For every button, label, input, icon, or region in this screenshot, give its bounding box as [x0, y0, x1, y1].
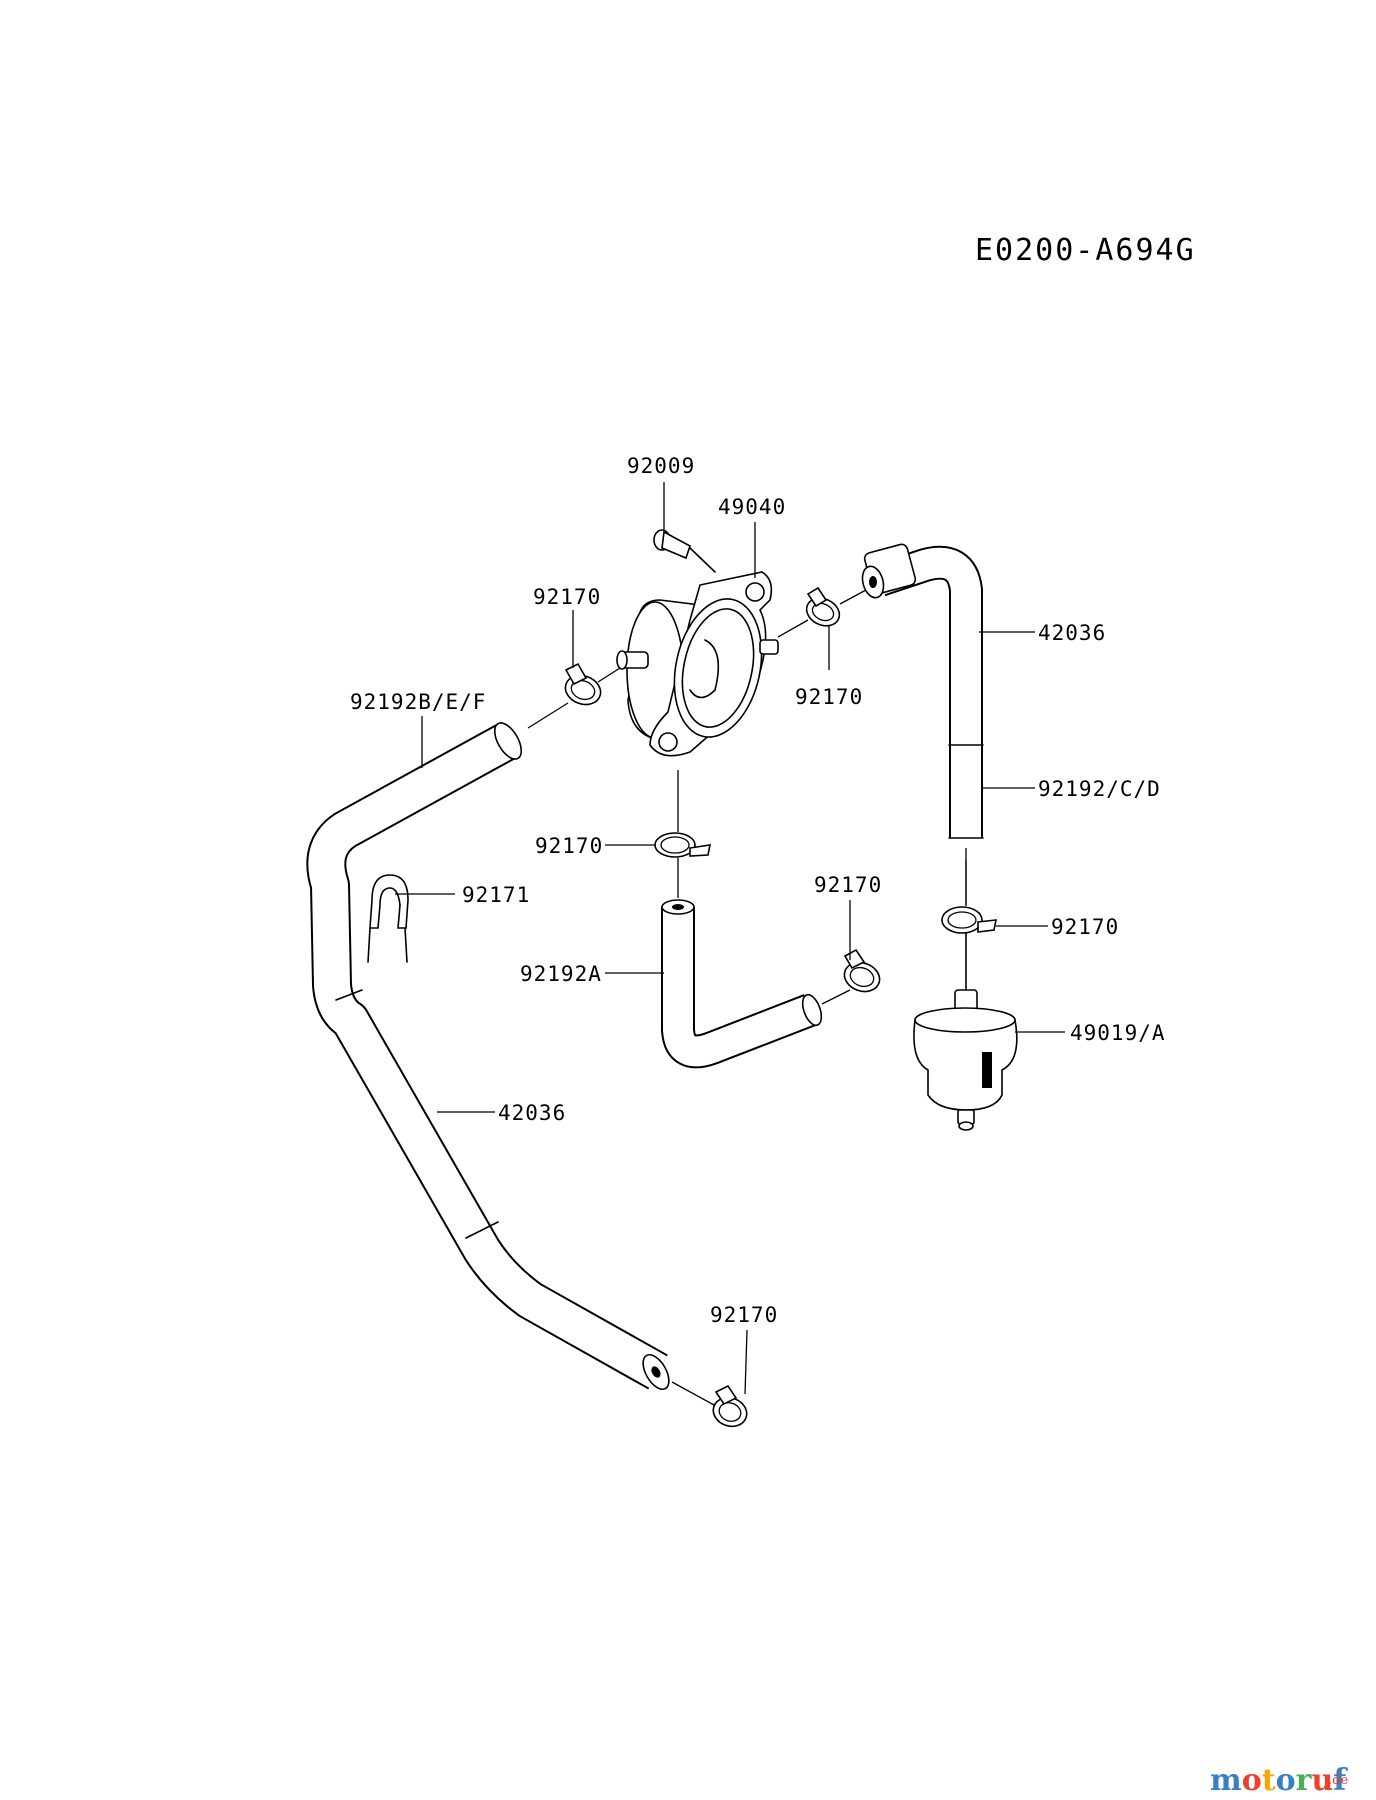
label-92170-pump-bottom: 92170 — [535, 834, 603, 858]
part-labels: 92009 49040 92170 92170 42036 92192B/E/F… — [350, 454, 1166, 1327]
hose-clamp-92170-filter — [941, 906, 997, 991]
hose-clamp-92170-pump-bottom — [654, 832, 712, 858]
label-92170-filter: 92170 — [1051, 915, 1119, 939]
label-42036-upper: 42036 — [1038, 621, 1106, 645]
label-92170-hose-a: 92170 — [814, 873, 882, 897]
label-92170-bottom: 92170 — [710, 1303, 778, 1327]
label-49040: 49040 — [718, 495, 786, 519]
label-92009: 92009 — [627, 454, 695, 478]
fuel-pump-49040 — [616, 571, 779, 757]
clamp-92171 — [367, 874, 409, 963]
label-49019a: 49019/A — [1070, 1021, 1166, 1045]
hose-clamp-92170-bottom — [712, 1384, 748, 1428]
label-92170-pump-left: 92170 — [533, 585, 601, 609]
svg-text:motoruf: motoruf — [1210, 1763, 1348, 1798]
label-92170-pump-right: 92170 — [795, 685, 863, 709]
hose-clamp-92170-pump-left — [564, 662, 602, 706]
hose-92192bef-assembly — [306, 722, 670, 1390]
hose-92192a — [661, 899, 823, 1069]
hose-42036-upper-assembly — [861, 543, 984, 839]
label-92192a: 92192A — [520, 962, 602, 986]
svg-text:.de: .de — [1328, 1773, 1348, 1788]
label-42036-lower: 42036 — [498, 1101, 566, 1125]
fuel-filter-49019a — [913, 989, 1018, 1131]
hose-clamp-92170-hose-a — [843, 948, 881, 993]
hose-clamp-92170-pump-right — [805, 586, 841, 627]
diagram-code: E0200-A694G — [975, 233, 1196, 268]
label-92192bef: 92192B/E/F — [350, 690, 486, 714]
watermark-logo: motoruf .de — [1210, 1763, 1348, 1798]
leader-lines — [395, 482, 1065, 1406]
bolt-92009 — [653, 529, 716, 573]
label-92192cd: 92192/C/D — [1038, 777, 1161, 801]
label-92171: 92171 — [462, 883, 530, 907]
